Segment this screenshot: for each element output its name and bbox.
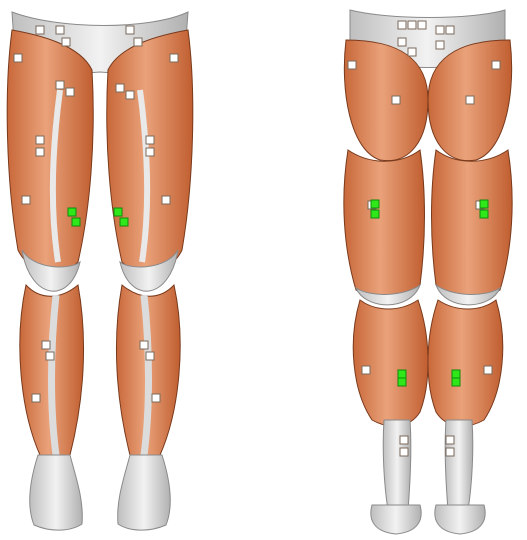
electrode-site-9[interactable] [14, 54, 22, 62]
posterior-right-heel [435, 505, 485, 534]
electrode-site-3[interactable] [126, 26, 134, 34]
electrode-site-4[interactable] [134, 38, 142, 46]
electrode-site-21[interactable] [32, 394, 40, 402]
posterior-left-leg [344, 150, 428, 534]
electrode-site-34[interactable] [466, 96, 474, 104]
electrode-site-active-44[interactable] [72, 218, 80, 226]
posterior-right-leg [428, 150, 512, 534]
electrode-site-5[interactable] [56, 81, 64, 89]
electrode-site-31[interactable] [348, 61, 356, 69]
electrode-site-active-53[interactable] [452, 370, 460, 378]
posterior-right-achilles [445, 420, 473, 510]
anterior-left-leg [7, 30, 93, 530]
electrode-site-active-54[interactable] [452, 378, 460, 386]
anterior-left-thigh [7, 30, 93, 273]
electrode-site-32[interactable] [492, 61, 500, 69]
electrode-site-0[interactable] [36, 26, 44, 34]
electrode-site-12[interactable] [36, 148, 44, 156]
posterior-view [344, 10, 512, 534]
electrode-site-29[interactable] [408, 48, 416, 56]
electrode-site-16[interactable] [162, 196, 170, 204]
electrode-site-14[interactable] [146, 148, 154, 156]
electrode-site-active-49[interactable] [480, 200, 488, 208]
electrode-site-6[interactable] [66, 88, 74, 96]
electrode-site-41[interactable] [400, 448, 408, 456]
electrode-site-2[interactable] [62, 38, 70, 46]
electrode-site-active-45[interactable] [114, 208, 122, 216]
electrode-site-7[interactable] [116, 84, 124, 92]
electrode-site-33[interactable] [392, 96, 400, 104]
electrode-site-25[interactable] [418, 21, 426, 29]
electrode-site-10[interactable] [170, 54, 178, 62]
anterior-left-foot [30, 455, 83, 530]
electrode-site-23[interactable] [398, 21, 406, 29]
electrode-site-38[interactable] [484, 366, 492, 374]
electrode-site-13[interactable] [146, 136, 154, 144]
electrode-site-active-50[interactable] [480, 210, 488, 218]
electrode-site-17[interactable] [42, 341, 50, 349]
electrode-site-28[interactable] [398, 38, 406, 46]
posterior-right-calf [428, 300, 503, 426]
electrode-site-active-52[interactable] [398, 378, 406, 386]
posterior-left-heel [371, 505, 421, 534]
electrode-site-active-48[interactable] [371, 210, 379, 218]
electrode-site-40[interactable] [446, 436, 454, 444]
electrode-site-22[interactable] [152, 394, 160, 402]
anterior-right-leg [107, 30, 193, 530]
electrode-site-37[interactable] [362, 366, 370, 374]
electrode-site-15[interactable] [22, 196, 30, 204]
electrode-site-11[interactable] [36, 136, 44, 144]
electrode-site-8[interactable] [126, 91, 134, 99]
anterior-view [7, 12, 193, 530]
electrode-site-active-43[interactable] [68, 208, 76, 216]
electrode-site-27[interactable] [446, 26, 454, 34]
posterior-left-calf [353, 300, 428, 426]
posterior-left-achilles [383, 420, 411, 510]
electrode-site-42[interactable] [446, 448, 454, 456]
anterior-right-foot [118, 455, 171, 530]
electrode-site-1[interactable] [56, 26, 64, 34]
electrode-site-18[interactable] [46, 352, 54, 360]
electrode-site-active-46[interactable] [120, 218, 128, 226]
posterior-right-hamstring [432, 150, 513, 297]
electrode-site-19[interactable] [140, 341, 148, 349]
posterior-left-hamstring [344, 150, 425, 297]
electrode-site-39[interactable] [400, 436, 408, 444]
electrode-site-active-47[interactable] [371, 200, 379, 208]
electrode-site-30[interactable] [436, 41, 444, 49]
electrode-site-26[interactable] [436, 26, 444, 34]
electrode-site-20[interactable] [146, 352, 154, 360]
electrode-site-active-51[interactable] [398, 370, 406, 378]
electrode-site-24[interactable] [408, 21, 416, 29]
